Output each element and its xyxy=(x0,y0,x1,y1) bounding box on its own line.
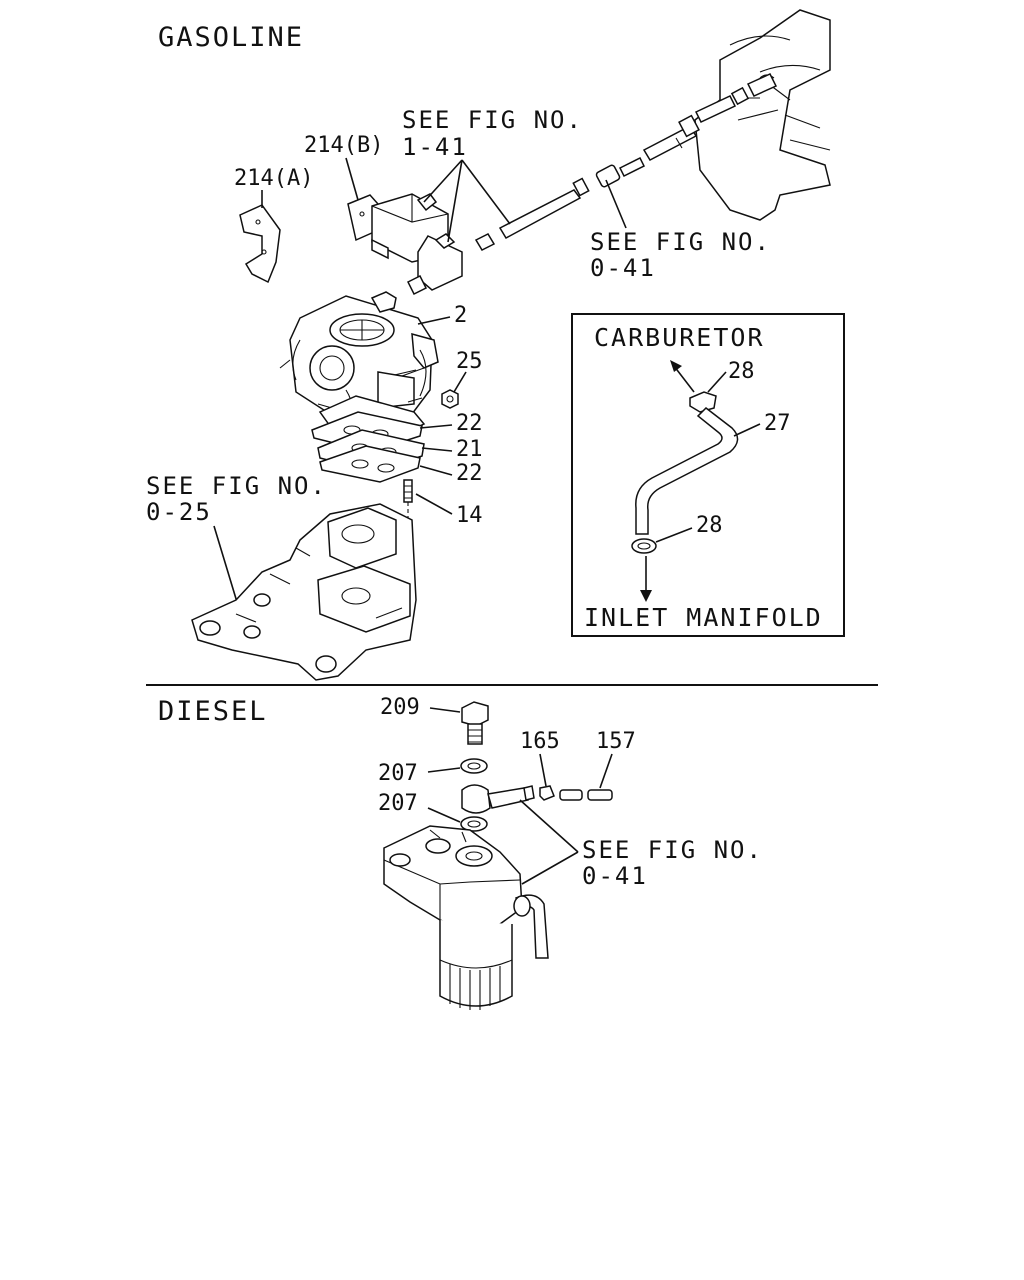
leader-214b xyxy=(345,157,359,201)
leader-hose-157 xyxy=(599,753,613,789)
leader-stud xyxy=(415,493,453,515)
leader-bolt xyxy=(429,707,461,713)
leader-fig-0-41-diesel xyxy=(519,799,579,885)
callout-gasket-upper: 22 xyxy=(456,411,483,436)
callout-214b: 214(B) xyxy=(304,133,383,158)
callout-hose: 27 xyxy=(764,411,791,436)
banjo-fitting xyxy=(461,784,535,814)
gasoline-section-title: GASOLINE xyxy=(158,22,304,53)
leader-hose xyxy=(733,423,761,437)
carburetor-assembly xyxy=(279,291,439,441)
callout-clip: 165 xyxy=(520,729,560,754)
ref-fig-0-41-top-line2: 0-41 xyxy=(590,254,656,282)
bolt-209 xyxy=(461,701,489,745)
inlet-manifold xyxy=(191,503,417,681)
ref-fig-1-41-line1: SEE FIG NO. xyxy=(402,106,583,134)
clamp-28-bottom xyxy=(631,538,657,554)
leader-clip xyxy=(539,753,547,787)
bracket-214a xyxy=(239,204,281,284)
callout-insulator: 21 xyxy=(456,437,483,462)
washer-207-upper xyxy=(460,758,488,774)
fuel-filter-assembly xyxy=(383,825,549,1010)
nut-25 xyxy=(441,389,459,409)
arrow-to-carburetor xyxy=(673,365,695,393)
hose-detail-box: CARBURETOR INLET MANIFOLD 28 27 28 xyxy=(571,313,845,637)
callout-nut: 25 xyxy=(456,349,483,374)
callout-gasket-lower: 22 xyxy=(456,461,483,486)
ref-fig-0-41-diesel-line2: 0-41 xyxy=(582,862,648,890)
fuel-line-assembly xyxy=(498,73,778,240)
callout-washer-lower: 207 xyxy=(378,791,418,816)
leader-gasket-lower xyxy=(419,465,453,476)
diesel-section-title: DIESEL xyxy=(158,696,268,727)
leader-carburetor xyxy=(417,316,451,325)
leader-clamp-top xyxy=(707,371,727,393)
callout-214a: 214(A) xyxy=(234,166,313,191)
leader-fig-1-41 xyxy=(423,159,511,243)
detail-carburetor-label: CARBURETOR xyxy=(594,323,765,352)
leader-nut xyxy=(453,371,467,393)
arrow-head-up xyxy=(670,360,682,372)
callout-washer-upper: 207 xyxy=(378,761,418,786)
callout-stud: 14 xyxy=(456,503,483,528)
fuel-cut-solenoid xyxy=(371,193,496,296)
callout-clamp-bottom: 28 xyxy=(696,513,723,538)
callout-bolt: 209 xyxy=(380,695,420,720)
callout-clamp-top: 28 xyxy=(728,359,755,384)
ref-fig-0-25-line1: SEE FIG NO. xyxy=(146,472,327,500)
callout-carburetor: 2 xyxy=(454,303,467,328)
ref-fig-0-41-top-line1: SEE FIG NO. xyxy=(590,228,771,256)
ref-fig-0-25-line2: 0-25 xyxy=(146,498,212,526)
engine-block-fragment xyxy=(694,9,831,221)
clip-165 xyxy=(539,785,555,801)
arrow-head-down xyxy=(640,590,652,602)
leader-clamp-bottom xyxy=(655,527,693,543)
leader-washer-upper xyxy=(427,767,461,773)
leader-fig-0-41-top xyxy=(605,179,627,229)
hose-27 xyxy=(635,407,739,535)
clamp-28-top xyxy=(689,391,717,413)
ref-fig-1-41-line2: 1-41 xyxy=(402,133,468,161)
leader-fig-0-25 xyxy=(213,525,241,613)
callout-hose-157: 157 xyxy=(596,729,636,754)
hose-157 xyxy=(559,789,613,801)
washer-207-lower xyxy=(460,816,488,832)
leader-insulator xyxy=(421,447,453,452)
detail-inlet-manifold-label: INLET MANIFOLD xyxy=(584,603,823,632)
ref-fig-0-41-diesel-line1: SEE FIG NO. xyxy=(582,836,763,864)
leader-washer-lower xyxy=(427,807,461,823)
leader-gasket-upper xyxy=(419,424,453,429)
gasket-lower-22 xyxy=(319,445,421,483)
